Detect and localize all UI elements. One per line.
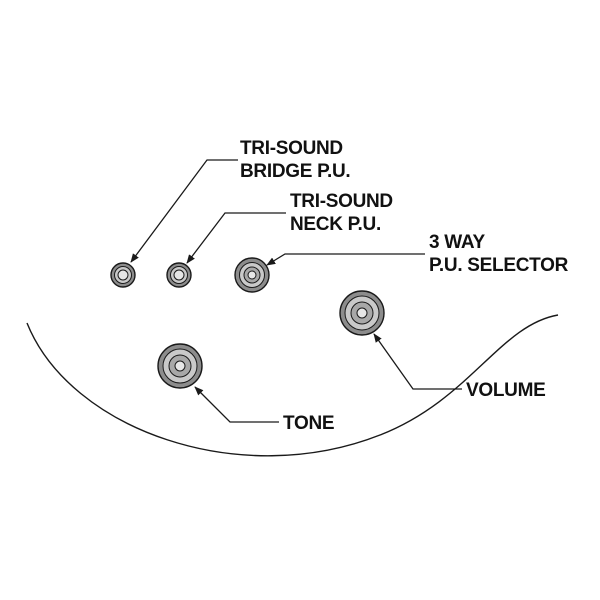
tone-leader: [194, 386, 279, 423]
volume-label: VOLUME: [466, 380, 545, 401]
volume-knob: [339, 290, 385, 336]
tone-knob: [157, 343, 203, 389]
bridge-pu-leader: [130, 159, 238, 263]
selector-label-line2: P.U. SELECTOR: [429, 255, 569, 276]
neck-pickup-switch: [166, 262, 192, 288]
bridge-pickup-switch: [110, 262, 136, 288]
selector-leader: [266, 253, 425, 266]
bridge-pu-label-line2: BRIDGE P.U.: [240, 161, 350, 182]
selector-label-line1: 3 WAY: [429, 232, 486, 253]
neck-pu-leader: [186, 212, 286, 264]
volume-leader: [373, 333, 462, 390]
bridge-pu-label-line1: TRI-SOUND: [240, 138, 343, 159]
guitar-body-outline: [26, 314, 559, 457]
neck-pu-label-line2: NECK P.U.: [290, 214, 381, 235]
pickup-selector-switch: [234, 257, 270, 293]
neck-pu-label-line1: TRI-SOUND: [290, 191, 393, 212]
tone-label: TONE: [283, 413, 334, 434]
